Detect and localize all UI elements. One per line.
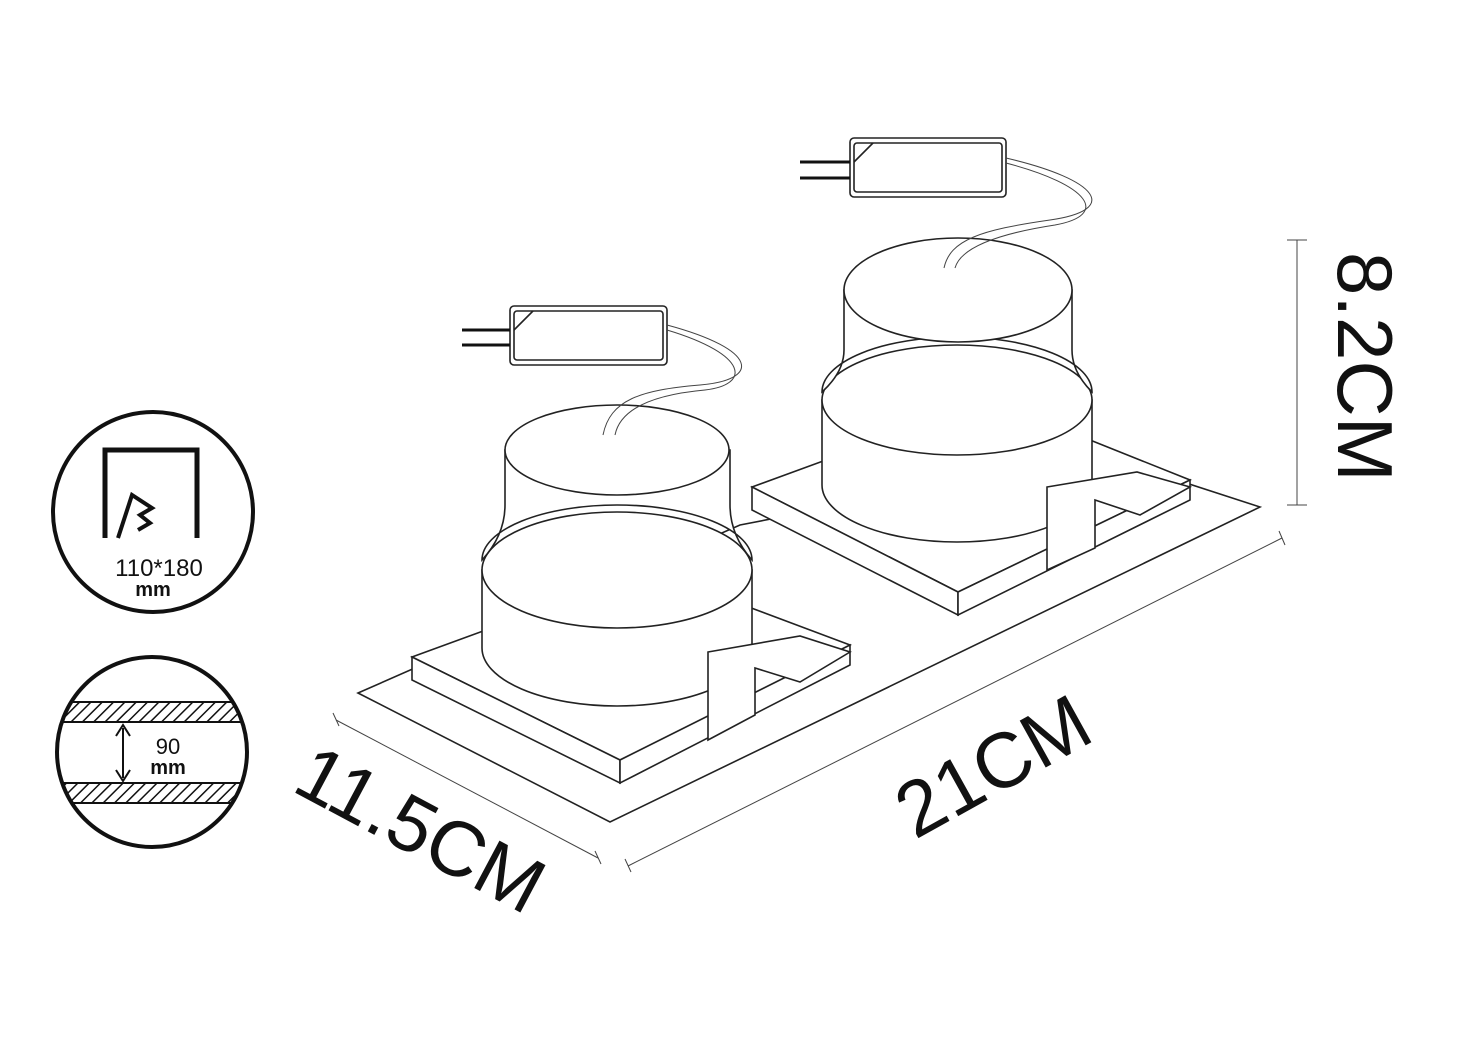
- cutout-unit-text: mm: [135, 579, 171, 601]
- left-driver: [462, 305, 742, 436]
- length-dimension-label: 21CM: [881, 677, 1106, 855]
- right-driver: [800, 137, 1093, 269]
- cutout-size-text: 110*180: [115, 555, 203, 582]
- cutout-size-icon: 110*180 mm: [51, 410, 255, 614]
- height-dimension-label: 8.2CM: [1321, 252, 1409, 482]
- dimension-lines: [332, 239, 1307, 873]
- depth-unit-text: mm: [150, 757, 186, 779]
- depth-value-text: 90: [156, 734, 180, 759]
- ceiling-depth-icon: 90 mm: [55, 655, 249, 849]
- right-lamp: [821, 237, 1193, 572]
- left-lamp: [481, 404, 852, 742]
